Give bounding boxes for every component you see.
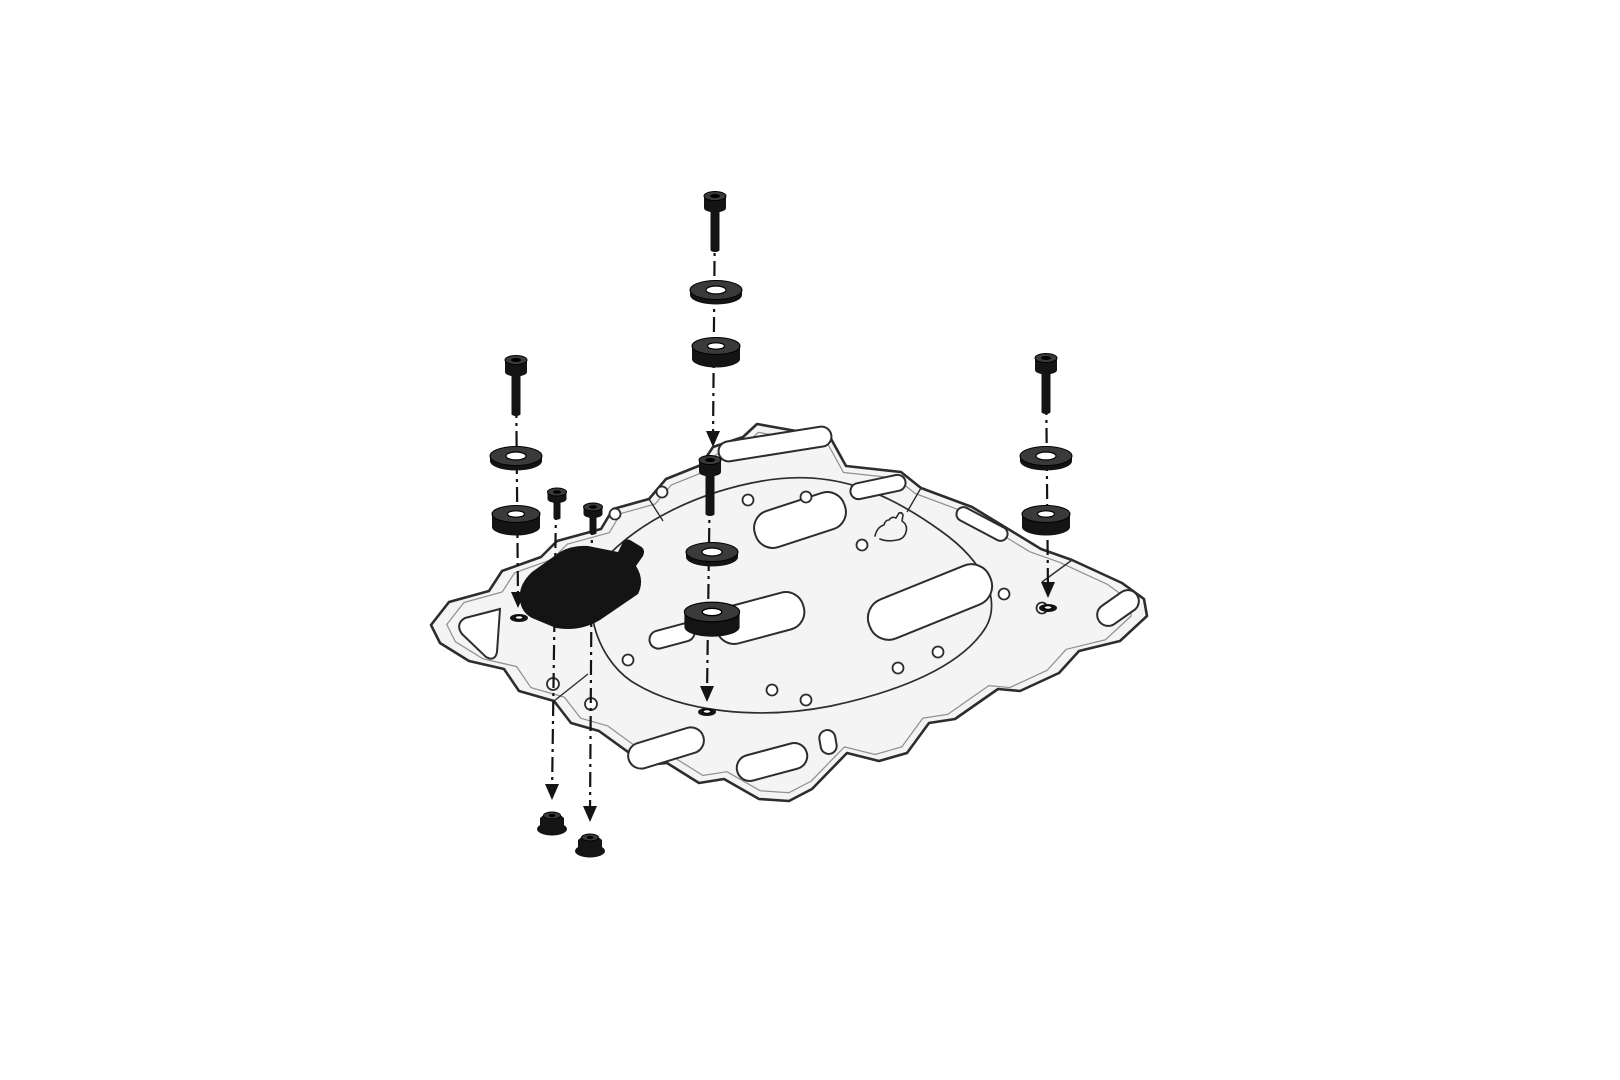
plate-hole <box>931 645 945 659</box>
rubber-spacer <box>491 504 541 537</box>
hardware-top-center <box>689 191 743 369</box>
plate-cutout <box>818 729 838 755</box>
flathead-screw <box>703 191 727 253</box>
plate-hole <box>741 493 755 507</box>
flange-nut <box>536 811 568 836</box>
plate-cutout <box>849 473 907 501</box>
rack-plate-inner-edge <box>446 431 1132 794</box>
plate-cutout <box>627 726 705 770</box>
rack-plate-platform-ridge <box>590 476 993 714</box>
plate-hole <box>765 683 779 697</box>
plate-hole <box>799 490 813 504</box>
arrow-icon <box>545 784 559 800</box>
adapter-bracket <box>519 539 644 629</box>
plate-hole <box>608 507 622 521</box>
mounting-hole <box>1038 603 1058 613</box>
adapter-bracket-group <box>519 487 644 629</box>
plate-cutout <box>735 742 809 782</box>
plate-hole <box>997 587 1011 601</box>
plate-hole <box>891 661 905 675</box>
plate-hole <box>799 693 813 707</box>
plate-cutout <box>1096 589 1140 627</box>
rack-plate-rib <box>553 673 589 702</box>
washer <box>489 445 543 472</box>
plate-hole <box>621 653 635 667</box>
assembly-line <box>550 504 558 795</box>
panhead-screw <box>547 487 567 521</box>
plate-cutout <box>458 607 502 660</box>
hardware-nuts <box>536 811 606 858</box>
plate-cutout <box>955 506 1009 542</box>
arrow-icon <box>583 806 597 822</box>
brand-logo-icon <box>874 511 908 542</box>
rubber-spacer <box>691 336 741 369</box>
rubber-spacer <box>683 601 741 638</box>
mounting-hole <box>697 707 717 717</box>
rubber-spacer <box>1021 504 1071 537</box>
flange-nut <box>574 833 606 858</box>
washer <box>1019 445 1073 472</box>
rack-plate-rib <box>906 487 922 513</box>
flathead-screw <box>504 355 528 417</box>
rack-plate <box>429 422 1149 803</box>
washer <box>689 279 743 306</box>
hardware-right <box>1019 353 1073 537</box>
rack-plate-rib <box>648 498 664 522</box>
flathead-screw <box>1034 353 1058 415</box>
mounting-hole <box>509 613 529 623</box>
plate-hole <box>855 538 869 552</box>
plate-cutout <box>866 563 994 641</box>
plate-cutout <box>717 425 833 463</box>
washer <box>685 541 739 568</box>
plate-cutout <box>753 491 847 549</box>
plate-hole <box>655 485 669 499</box>
